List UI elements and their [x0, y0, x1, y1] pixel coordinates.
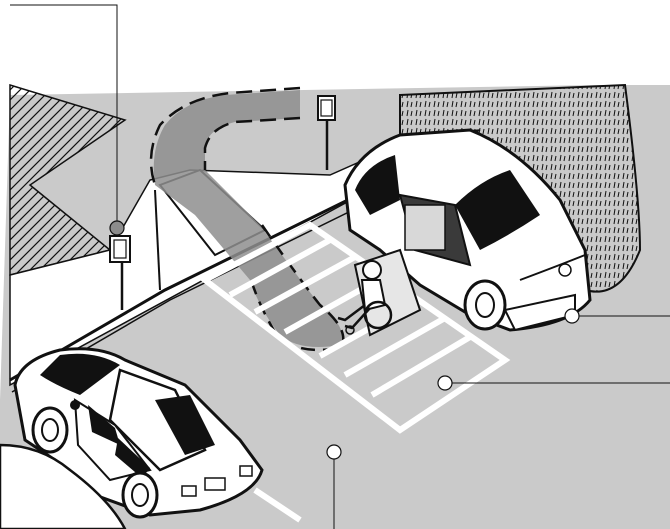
accessible-route-edge-outer	[149, 86, 301, 186]
van-front-wheel	[463, 279, 507, 331]
accessible-van	[343, 128, 592, 332]
parking-sign-left	[109, 235, 131, 310]
accessible-route	[153, 90, 343, 348]
wheelchair-user-icon	[337, 260, 393, 335]
sedan-car	[13, 347, 264, 519]
stall-line	[253, 487, 302, 523]
building-wall	[9, 83, 127, 276]
partial-car-bottom-left	[0, 443, 127, 529]
sedan-license-plate	[204, 477, 226, 491]
access-aisle-stripes	[228, 237, 472, 398]
access-aisle-callout-marker	[437, 375, 453, 391]
sign-callout-line	[10, 4, 118, 228]
parking-surface-callout-marker	[326, 444, 342, 460]
sign-callout-marker	[109, 220, 125, 236]
parking-sign-right	[317, 95, 336, 170]
accessible-route-edge-inner	[203, 116, 301, 170]
access-aisle-outline	[199, 221, 511, 434]
callout-lines	[10, 4, 670, 529]
ramp-post	[154, 189, 161, 291]
sedan-rear-wheel	[121, 471, 159, 519]
van-callout-marker	[564, 308, 580, 324]
accessible-route-edge-lower	[250, 224, 345, 352]
sedan-front-wheel	[31, 406, 69, 454]
